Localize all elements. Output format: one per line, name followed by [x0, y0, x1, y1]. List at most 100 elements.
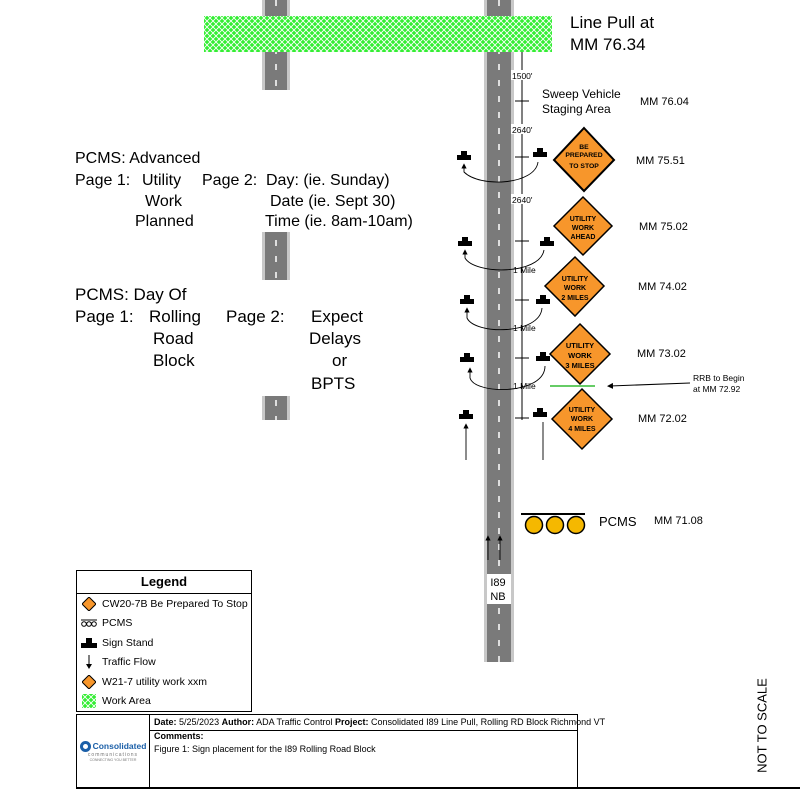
legend-label: W21-7 utility work xxm	[102, 675, 208, 688]
legend-label: Traffic Flow	[102, 656, 156, 669]
title-block: Consolidated communications CONNECTING Y…	[76, 714, 605, 788]
svg-text:WORK: WORK	[568, 351, 592, 360]
legend-title: Legend	[77, 571, 251, 594]
sign-utility-work-ahead: UTILITY WORK AHEAD	[552, 195, 614, 257]
svg-text:WORK: WORK	[571, 416, 593, 423]
legend-label: CW20-7B Be Prepared To Stop	[102, 597, 248, 610]
work-area-icon	[80, 694, 98, 709]
legend: Legend CW20-7B Be Prepared To Stop PCMS …	[76, 570, 252, 712]
svg-text:I89: I89	[490, 577, 505, 589]
svg-text:TO STOP: TO STOP	[569, 163, 599, 170]
svg-text:MM 76.04: MM 76.04	[640, 96, 689, 108]
svg-text:PCMS: Advanced: PCMS: Advanced	[75, 150, 200, 167]
svg-text:UTILITY: UTILITY	[569, 407, 596, 414]
border-line	[76, 787, 800, 789]
comments-text: Figure 1: Sign placement for the I89 Rol…	[154, 744, 376, 754]
pcms-day-of-message: PCMS: Day Of Page 1: Rolling Road Block …	[75, 285, 363, 393]
comments: Comments: Figure 1: Sign placement for t…	[150, 731, 376, 754]
be-prepared-sign-icon	[80, 596, 98, 611]
legend-item: CW20-7B Be Prepared To Stop	[77, 594, 251, 614]
svg-text:RRB to Begin: RRB to Begin	[693, 373, 745, 383]
legend-item: Sign Stand	[77, 633, 251, 653]
svg-text:Page 1:: Page 1:	[75, 172, 130, 189]
svg-text:MM 71.08: MM 71.08	[654, 515, 703, 527]
svg-text:PREPARED: PREPARED	[565, 152, 602, 159]
svg-text:WORK: WORK	[572, 225, 594, 232]
svg-text:PCMS: Day Of: PCMS: Day Of	[75, 285, 187, 304]
svg-text:Delays: Delays	[309, 329, 361, 348]
legend-label: Work Area	[102, 695, 151, 708]
project-value: Consolidated I89 Line Pull, Rolling RD B…	[371, 717, 606, 727]
comments-label: Comments:	[154, 731, 204, 741]
svg-text:Page 1:: Page 1:	[75, 307, 134, 326]
distance-label: 2640'	[512, 195, 533, 205]
not-to-scale-label: NOT TO SCALE	[754, 678, 770, 773]
svg-text:AHEAD: AHEAD	[571, 234, 596, 241]
legend-item: Work Area	[77, 692, 251, 712]
legend-item: PCMS	[77, 614, 251, 634]
pcms-advanced-message: PCMS: Advanced Page 1: Utility Work Plan…	[75, 150, 413, 230]
logo-mark-icon	[79, 740, 91, 752]
legend-label: PCMS	[102, 617, 133, 630]
traffic-flow-arrow-icon	[80, 655, 98, 670]
svg-text:Expect: Expect	[311, 307, 363, 326]
svg-text:at MM 72.92: at MM 72.92	[693, 384, 741, 394]
legend-item: Traffic Flow	[77, 653, 251, 673]
author-value: ADA Traffic Control	[256, 717, 333, 727]
company-logo: Consolidated communications CONNECTING Y…	[77, 715, 150, 787]
main-road-i89	[484, 0, 514, 662]
svg-text:Staging Area: Staging Area	[542, 102, 611, 116]
mile-marker-labels: MM 76.04 MM 75.51 MM 75.02 MM 74.02 MM 7…	[636, 96, 703, 527]
svg-text:Planned: Planned	[135, 213, 194, 230]
dimension-line	[515, 52, 529, 420]
svg-text:Rolling: Rolling	[149, 307, 201, 326]
svg-text:UTILITY: UTILITY	[570, 216, 597, 223]
project-label: Project:	[335, 717, 369, 727]
utility-work-sign-icon	[80, 674, 98, 689]
svg-text:MM 75.02: MM 75.02	[639, 221, 688, 233]
info-row: Date: 5/25/2023 Author: ADA Traffic Cont…	[150, 715, 605, 731]
svg-text:NB: NB	[490, 591, 505, 603]
svg-text:Page 2:: Page 2:	[226, 307, 285, 326]
distance-label: 2640'	[512, 125, 533, 135]
svg-text:or: or	[332, 351, 347, 370]
svg-text:Line Pull at: Line Pull at	[570, 13, 654, 32]
pcms-icon	[80, 616, 98, 630]
svg-text:4 MILES: 4 MILES	[568, 426, 596, 433]
svg-text:Day: (ie. Sunday): Day: (ie. Sunday)	[266, 172, 390, 189]
svg-text:MM 72.02: MM 72.02	[638, 413, 687, 425]
pcms-icon	[521, 513, 586, 535]
svg-text:UTILITY: UTILITY	[562, 276, 589, 283]
work-area	[204, 16, 552, 52]
logo-tagline: CONNECTING YOU BETTER	[89, 757, 137, 762]
rrb-pointer-arrow	[607, 382, 691, 389]
svg-text:2 MILES: 2 MILES	[561, 295, 589, 302]
svg-text:MM 73.02: MM 73.02	[637, 348, 686, 360]
svg-text:BE: BE	[579, 144, 589, 151]
legend-label: Sign Stand	[102, 636, 154, 649]
author-label: Author:	[221, 717, 255, 727]
svg-text:Date (ie. Sept 30): Date (ie. Sept 30)	[270, 193, 395, 210]
distance-label: 1 Mile	[513, 323, 536, 333]
svg-text:MM 75.51: MM 75.51	[636, 155, 685, 167]
road-label-bg	[487, 574, 511, 604]
svg-text:Work: Work	[145, 193, 183, 210]
svg-text:MM 76.34: MM 76.34	[570, 35, 646, 54]
svg-text:UTILITY: UTILITY	[566, 341, 594, 350]
svg-text:Block: Block	[153, 351, 195, 370]
svg-text:Page 2:: Page 2:	[202, 172, 257, 189]
distance-label: 1500'	[512, 71, 533, 81]
svg-text:3 MILES: 3 MILES	[565, 361, 594, 370]
sign-utility-work-4-miles: UTILITY WORK 4 MILES	[550, 387, 614, 451]
svg-text:Sweep Vehicle: Sweep Vehicle	[542, 87, 621, 101]
logo-name: Consolidated	[92, 741, 147, 751]
svg-text:Time (ie. 8am-10am): Time (ie. 8am-10am)	[265, 213, 413, 230]
svg-text:Utility: Utility	[142, 172, 181, 189]
